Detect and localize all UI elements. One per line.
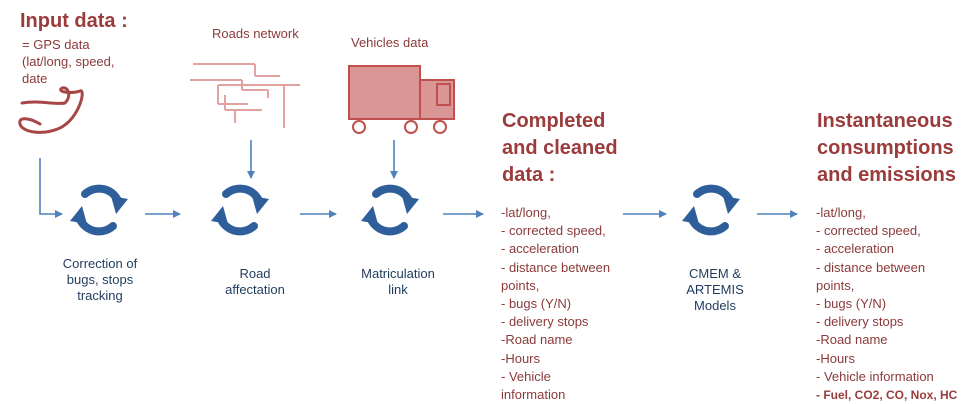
output-item: -Road name: [816, 332, 888, 348]
step-label-line: CMEM &: [689, 266, 741, 281]
step-label-line: tracking: [77, 288, 123, 303]
completed-item: - bugs (Y/N): [501, 296, 572, 312]
output-item: - distance between: [816, 259, 926, 275]
completed-title-line: and cleaned: [502, 137, 618, 159]
input-description-line: (lat/long, speed,: [22, 54, 115, 69]
input-description-line: = GPS data: [22, 37, 90, 52]
completed-item: - acceleration: [501, 241, 580, 257]
cycle-icon-models: [682, 189, 740, 232]
input-title: Input data :: [20, 10, 128, 32]
gps-trace-icon: [18, 86, 84, 134]
completed-item: - Vehicle: [501, 368, 551, 384]
completed-item: - delivery stops: [501, 314, 589, 330]
output-final-item: - Fuel, CO2, CO, Nox, HC: [816, 388, 958, 403]
output-title-line: Instantaneous: [817, 110, 953, 132]
step-label-line: ARTEMIS: [686, 282, 744, 297]
step-label-line: Road: [239, 266, 271, 281]
cycle-icon-matriculation: [361, 189, 419, 232]
arrow-input-to-correction: [39, 158, 63, 218]
completed-item: information: [501, 387, 566, 403]
step-label-line: Matriculation: [361, 266, 435, 281]
completed-item: -Hours: [501, 350, 541, 366]
roads-network-label: Roads network: [212, 26, 299, 41]
output-item: -Hours: [816, 350, 856, 366]
step-label-matriculation: Matriculation link: [353, 266, 443, 298]
step-label-correction: Correction of bugs, stops tracking: [60, 256, 140, 304]
completed-item: points,: [501, 277, 540, 293]
output-item: - Vehicle information: [816, 368, 934, 384]
vehicles-data-label: Vehicles data: [351, 35, 429, 50]
step-label-line: link: [388, 282, 408, 297]
completed-item: - corrected speed,: [501, 223, 606, 239]
output-title: Instantaneous consumptions and emissions: [817, 108, 956, 189]
completed-items: -lat/long, - corrected speed, - accelera…: [501, 204, 610, 404]
output-item: points,: [816, 277, 855, 293]
output-item: - delivery stops: [816, 314, 904, 330]
step-label-line: Correction of: [62, 256, 138, 271]
completed-item: -Road name: [501, 332, 573, 348]
output-items: -lat/long, - corrected speed, - accelera…: [816, 204, 957, 404]
output-title-line: and emissions: [817, 164, 956, 186]
completed-title-line: data :: [502, 164, 556, 186]
roads-network-icon: [190, 63, 300, 128]
step-label-line: Models: [694, 298, 736, 313]
completed-title: Completed and cleaned data :: [502, 108, 618, 189]
input-description-line: date: [22, 71, 48, 86]
output-item: - corrected speed,: [816, 223, 921, 239]
completed-item: -lat/long,: [501, 205, 551, 220]
cycle-icon-road-affectation: [211, 189, 269, 232]
step-label-road-affectation: Road affectation: [215, 266, 295, 298]
step-label-line: bugs, stops: [66, 272, 134, 287]
input-description: = GPS data (lat/long, speed, date: [22, 36, 115, 87]
completed-item: - distance between: [501, 259, 611, 275]
output-title-line: consumptions: [817, 137, 954, 159]
output-item: - acceleration: [816, 241, 895, 257]
truck-icon: [348, 65, 455, 134]
completed-title-line: Completed: [502, 110, 606, 132]
output-item: -lat/long,: [816, 205, 866, 220]
step-label-models: CMEM & ARTEMIS Models: [680, 266, 750, 314]
output-item: - bugs (Y/N): [816, 296, 887, 312]
step-label-line: affectation: [225, 282, 285, 297]
cycle-icon-correction: [70, 189, 128, 232]
